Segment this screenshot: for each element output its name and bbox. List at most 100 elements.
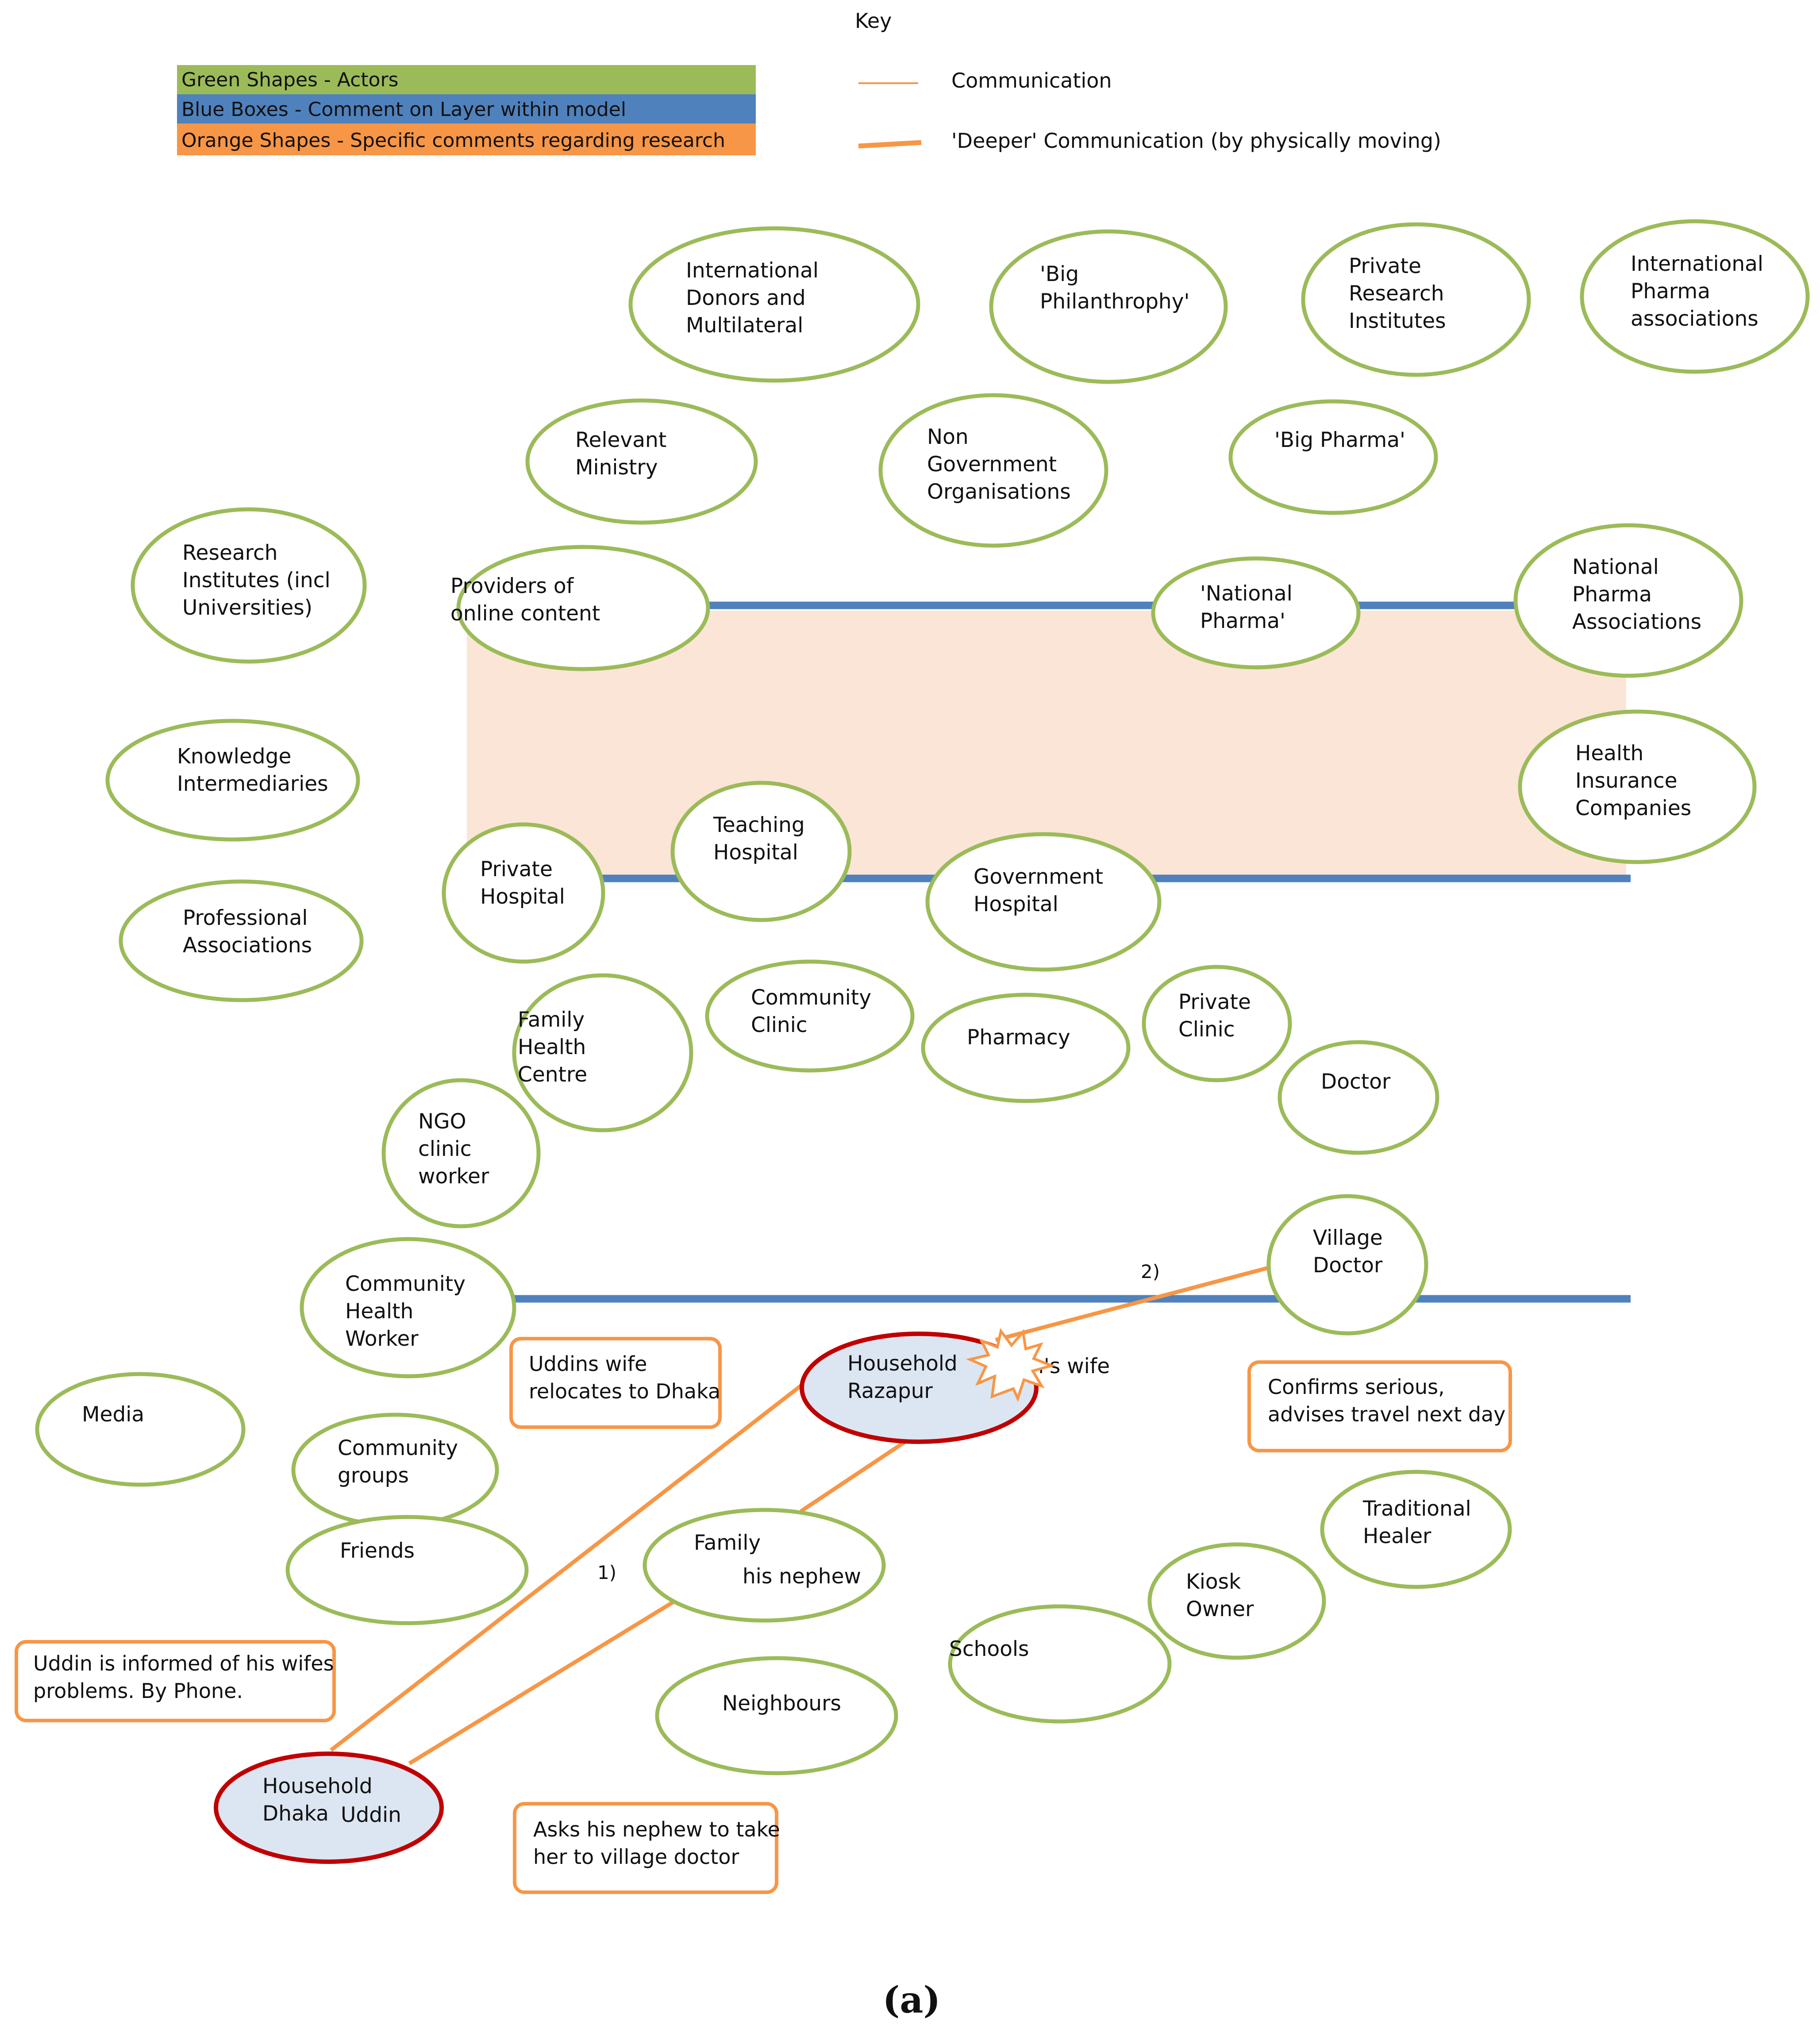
actor-traditional-healer-line-1: Traditional [1362,1497,1471,1521]
actor-friends-line-1: Friends [340,1539,415,1563]
actor-knowledge-intermediaries-line-2: Intermediaries [177,772,328,796]
actor-professional-associations-line-2: Associations [183,933,312,958]
actor-relevant-ministry-line-2: Ministry [575,455,658,480]
actor-professional-associations-shape [119,879,364,1002]
actor-media-shape [35,1372,246,1487]
actor-community-groups-line-2: groups [338,1463,409,1488]
actor-relevant-ministry-shape [525,398,758,525]
actor-kiosk-owner-line-2: Owner [1186,1597,1254,1621]
note-wife-relocates-line-2: relocates to Dhaka [529,1379,720,1403]
actor-schools-line-1: Schools [949,1637,1029,1661]
note-confirms-serious-line-1: Confirms serious, [1268,1375,1445,1399]
actor-family-health-centre-shape [512,973,693,1132]
household-razapur: HouseholdRazapurUddin's wife [800,1332,1110,1444]
step-marker-2: 2) [1141,1261,1160,1282]
actor-international-donors-line-1: International [686,258,819,283]
communication-line-uddin-to-razapur [330,1380,808,1752]
communication-line-uddin-to-nephew [408,1598,678,1765]
actor-international-pharma-associations-line-2: Pharma [1631,279,1710,304]
actor-friends-shape [285,1515,529,1625]
actor-private-hospital-line-2: Hospital [480,885,565,909]
actor-health-insurance-companies-line-3: Companies [1575,796,1691,820]
actor-doctor-shape [1277,1040,1439,1155]
household-dhaka-person: Uddin [341,1803,401,1827]
figure-caption: (a) [883,1979,941,2021]
key-label-communication: Communication [951,69,1112,92]
actor-teaching-hospital-line-1: Teaching [713,813,805,837]
actor-research-institutes-line-2: Institutes (incl [182,568,331,593]
actor-private-clinic-line-1: Private [1178,990,1251,1014]
actor-big-philanthrophy-line-1: 'Big [1040,262,1079,286]
actor-community-clinic-line-2: Clinic [751,1013,808,1037]
household-dhaka-line-2: Dhaka [262,1802,329,1826]
actor-ngo-clinic-worker-shape [381,1078,541,1228]
actor-private-hospital-shape [442,822,605,964]
communication-line-razapur-to-village-doctor [995,1263,1277,1342]
actor-family-shape [643,1508,886,1623]
household-dhaka-line-1: Household [262,1774,373,1798]
step-marker-1: 1) [597,1562,616,1583]
actor-neighbours-shape [655,1656,898,1775]
actor-kiosk-owner-shape [1147,1542,1326,1660]
actor-family-relation: his nephew [743,1564,861,1589]
actor-private-research-institutes-line-2: Research [1349,281,1444,306]
actor-non-government-organisations-shape [878,393,1108,548]
actor-ngo-clinic-worker-line-3: worker [418,1164,489,1189]
note-asks-nephew-line-1: Asks his nephew to take [533,1817,780,1841]
actor-non-government-organisations-line-2: Government [927,452,1057,477]
actor-government-hospital-line-2: Hospital [973,892,1058,916]
actor-teaching-hospital-shape [670,781,852,922]
actor-big-philanthrophy-shape [989,229,1228,384]
household-razapur-line-2: Razapur [847,1379,933,1403]
actor-non-government-organisations-line-1: Non [927,425,969,449]
actor-non-government-organisations-line-3: Organisations [927,480,1071,504]
note-wife-relocates: Uddins wife relocates to Dhaka [509,1337,722,1429]
actor-community-groups-line-1: Community [338,1436,458,1460]
actor-community-health-worker-line-1: Community [345,1272,466,1296]
actor-private-research-institutes-line-1: Private [1349,254,1421,278]
actor-community-groups: Community groups [291,1413,499,1528]
actor-providers-online-content-shape [456,545,710,671]
actor-national-pharma-line-1: 'National [1200,581,1293,606]
actor-international-donors-shape [628,226,920,383]
actor-research-institutes-line-3: Universities) [182,596,312,620]
actor-community-health-worker-shape [300,1237,516,1378]
note-uddin-informed-line-1: Uddin is informed of his wifes [33,1652,334,1675]
note-wife-relocates-line-1: Uddins wife [529,1352,647,1376]
actor-big-pharma-line-1: 'Big Pharma' [1274,428,1405,452]
actor-teaching-hospital-line-2: Hospital [713,840,798,865]
actor-health-insurance-companies-shape [1518,709,1757,864]
actor-neighbours: Neighbours [655,1656,898,1775]
legend-label-research: Orange Shapes - Specific comments regard… [181,129,725,152]
actor-friends: Friends [285,1515,529,1625]
legend-swatch-actors [177,65,756,94]
actor-international-pharma-associations-shape [1580,219,1810,374]
actor-national-pharma-line-2: Pharma' [1200,609,1285,633]
actor-national-pharma-associations-line-2: Pharma [1572,582,1652,607]
actor-international-pharma-associations-line-3: associations [1631,307,1758,331]
key-label-deeper-communication: 'Deeper' Communication (by physically mo… [951,129,1441,153]
note-confirms-serious: Confirms serious,advises travel next day [1247,1360,1512,1452]
actor-big-pharma-shape [1228,399,1438,515]
actor-village-doctor-shape [1266,1194,1428,1336]
actor-neighbours-line-1: Neighbours [722,1691,841,1716]
actor-community-health-worker-line-3: Worker [345,1327,419,1351]
note-asks-nephew-box [513,1802,778,1894]
note-uddin-informed-box [15,1640,336,1722]
actor-government-hospital-line-1: Government [973,865,1103,889]
actor-traditional-healer-shape [1320,1470,1512,1589]
actor-research-institutes-line-1: Research [182,541,278,565]
